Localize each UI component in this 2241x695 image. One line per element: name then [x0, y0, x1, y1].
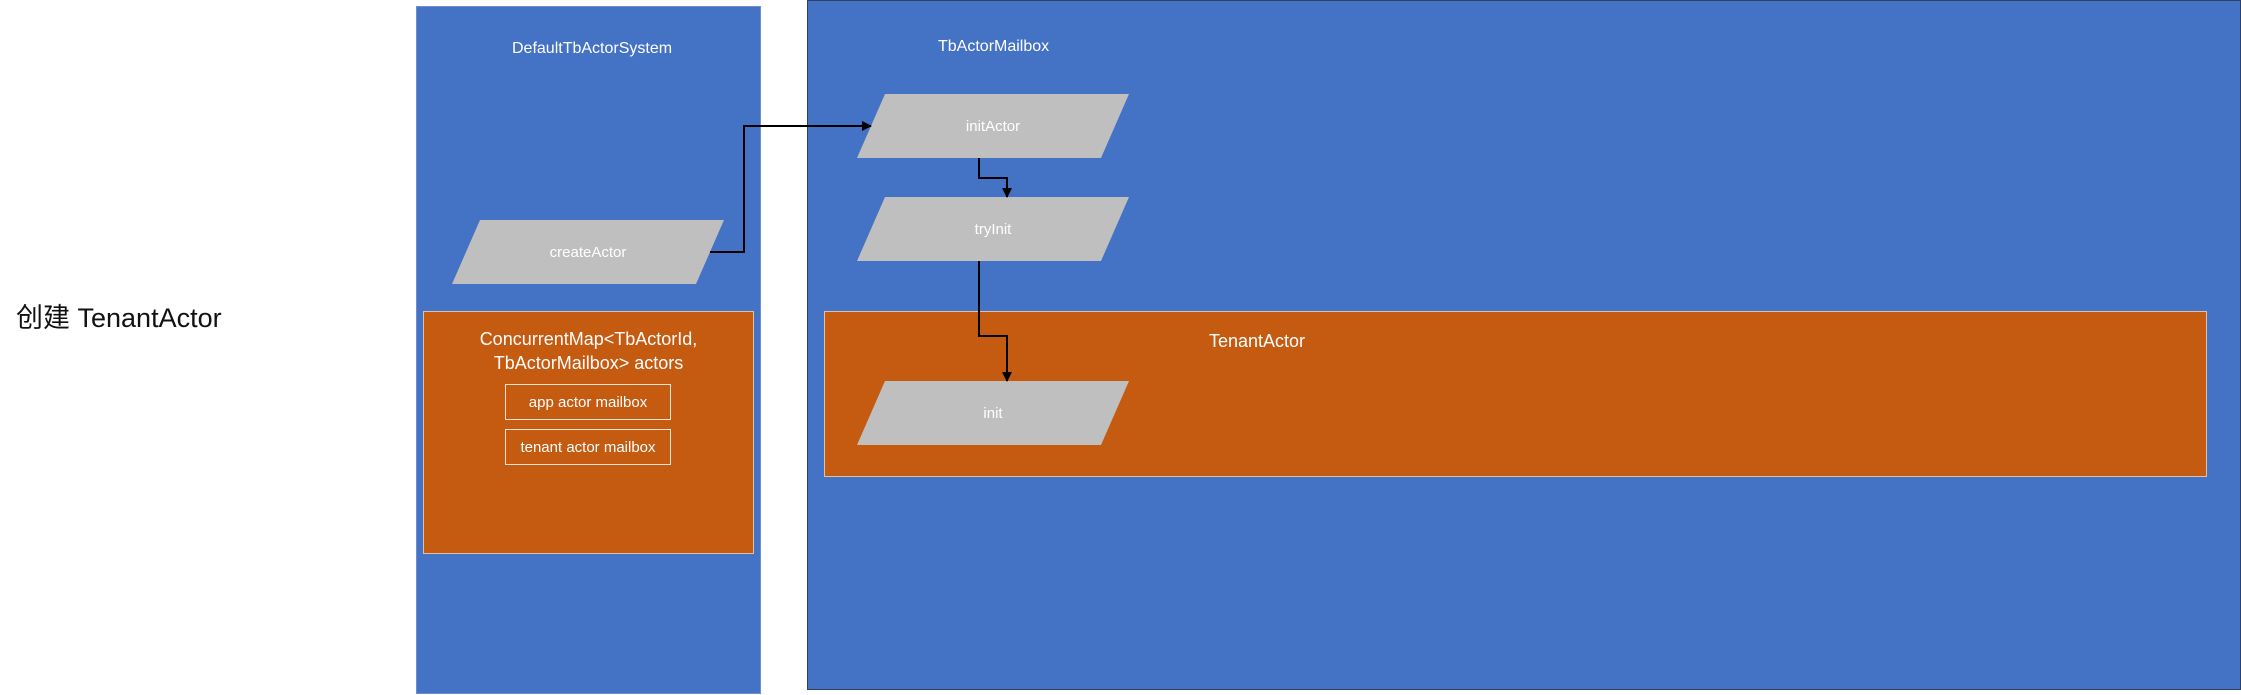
create-actor-step: createActor [452, 220, 724, 284]
actors-map-title: ConcurrentMap<TbActorId, TbActorMailbox>… [423, 327, 754, 375]
create-actor-shape [452, 220, 724, 284]
app-actor-mailbox-item: app actor mailbox [505, 384, 671, 420]
actors-map-title-line2: TbActorMailbox> actors [493, 353, 684, 373]
init-actor-step: initActor [857, 94, 1129, 158]
create-actor-label: createActor [549, 243, 627, 261]
init-label: init [983, 404, 1003, 422]
create-to-init-actor-arrow [710, 121, 872, 253]
init-shape [857, 381, 1129, 445]
actor-mailbox-title: TbActorMailbox [938, 38, 1050, 55]
actors-map-title-line1: ConcurrentMap<TbActorId, [479, 329, 698, 349]
try-init-label: tryInit [974, 220, 1012, 238]
init-actor-to-try-init-arrow [978, 158, 1012, 198]
diagram-caption: 创建 TenantActor [16, 303, 222, 333]
actor-system-title: DefaultTbActorSystem [512, 40, 673, 57]
init-step: init [857, 381, 1129, 445]
tenant-actor-title: TenantActor [1209, 331, 1306, 351]
init-actor-label: initActor [965, 117, 1021, 135]
actors-map-box [423, 311, 754, 554]
try-init-shape [857, 197, 1129, 261]
init-actor-shape [857, 94, 1129, 158]
try-init-step: tryInit [857, 197, 1129, 261]
try-init-to-init-arrow [978, 261, 1012, 382]
tenant-actor-mailbox-item: tenant actor mailbox [505, 429, 671, 465]
